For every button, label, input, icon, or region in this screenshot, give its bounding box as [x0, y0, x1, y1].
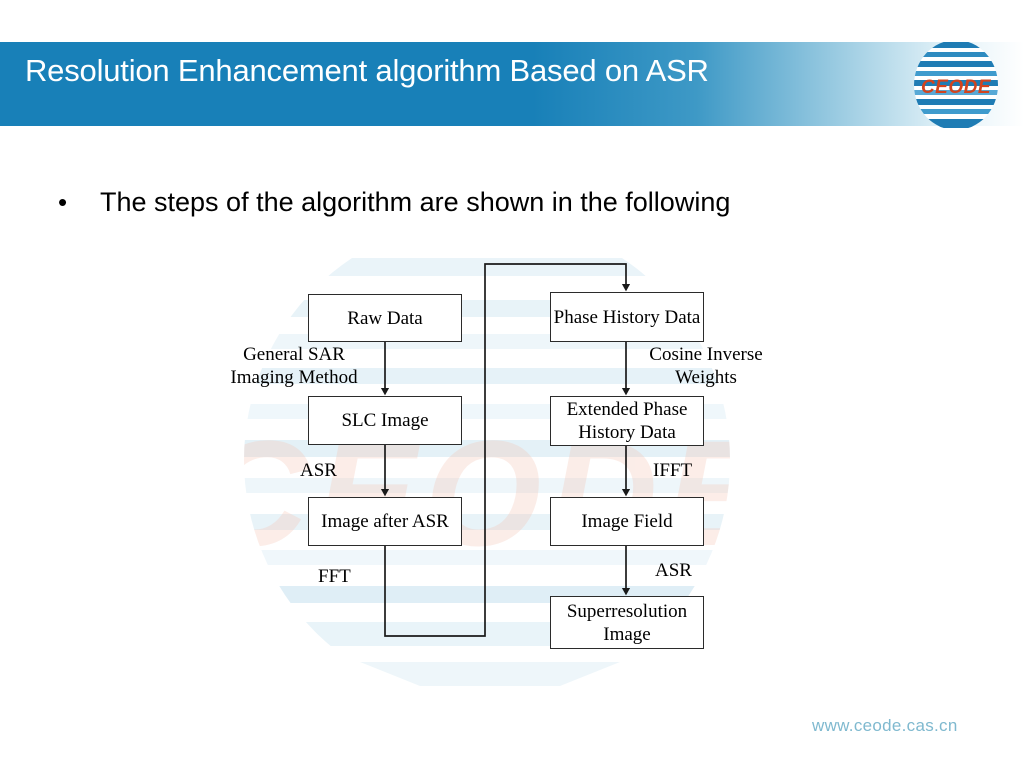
flow-box-extended-phase-history-data[interactable]: Extended Phase History Data [550, 396, 704, 446]
edge-label-asr-left: ASR [300, 460, 337, 481]
bullet-marker-icon: • [58, 187, 68, 217]
flow-box-phase-history-data[interactable]: Phase History Data [550, 292, 704, 342]
bullet-text: The steps of the algorithm are shown in … [100, 187, 731, 217]
flow-box-raw-data[interactable]: Raw Data [308, 294, 462, 342]
flow-box-label: SLC Image [341, 410, 429, 431]
edge-label-cosine-inverse-weights: Cosine Inverse Weights [649, 344, 763, 388]
logo-wordmark: CEODE [921, 77, 992, 98]
edge-label-asr-right: ASR [655, 560, 692, 581]
ceode-logo-icon: CEODE [914, 40, 998, 130]
flow-box-label: Extended Phase History Data [566, 399, 688, 443]
edge-label-ifft: IFFT [653, 460, 693, 481]
edge-label-general-sar-imaging-method: General SAR Imaging Method [230, 344, 358, 388]
flow-box-label: Phase History Data [553, 306, 701, 328]
bullet-row: • The steps of the algorithm are shown i… [58, 185, 730, 219]
flow-box-label: Image Field [581, 511, 673, 532]
flow-box-superresolution-image[interactable]: Superresolution Image [550, 596, 704, 649]
footer-url[interactable]: www.ceode.cas.cn [812, 716, 958, 735]
flow-box-image-field[interactable]: Image Field [550, 497, 704, 546]
edge-label-fft: FFT [318, 566, 351, 587]
flow-box-label: Raw Data [347, 307, 423, 329]
page-title: Resolution Enhancement algorithm Based o… [25, 53, 709, 88]
flow-box-slc-image[interactable]: SLC Image [308, 396, 462, 445]
flow-box-image-after-asr[interactable]: Image after ASR [308, 497, 462, 546]
title-banner [0, 42, 1024, 126]
flow-box-label: Image after ASR [321, 511, 449, 532]
flow-box-label: Superresolution Image [566, 600, 688, 645]
